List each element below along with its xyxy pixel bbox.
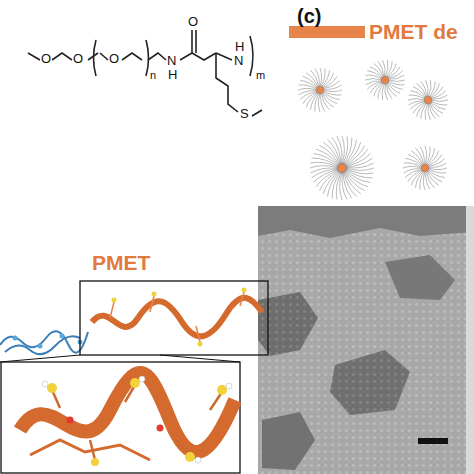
chemical-structure — [28, 30, 262, 116]
atom-label: S — [240, 107, 249, 120]
atom-label: O — [188, 15, 198, 28]
atom-label: O — [41, 52, 51, 65]
polymer-name: PMET — [92, 252, 150, 273]
atom-label: H — [168, 68, 177, 81]
atom-label: H — [235, 40, 244, 53]
panel-heading: PMET de — [369, 21, 458, 42]
panel-letter: (c) — [297, 6, 321, 26]
peg-chain — [0, 331, 88, 354]
zoom-box — [1, 362, 240, 473]
inset-box — [80, 281, 268, 355]
legend-bar — [289, 26, 365, 38]
atom-label: N — [167, 54, 176, 67]
atom-label: N — [234, 54, 243, 67]
atom-label: O — [109, 52, 119, 65]
tem-image — [258, 206, 474, 474]
repeat-index: m — [256, 70, 265, 81]
repeat-index: n — [150, 70, 156, 81]
atom-label: O — [73, 52, 83, 65]
micelle-illustration — [316, 76, 432, 173]
scale-bar — [418, 438, 448, 444]
